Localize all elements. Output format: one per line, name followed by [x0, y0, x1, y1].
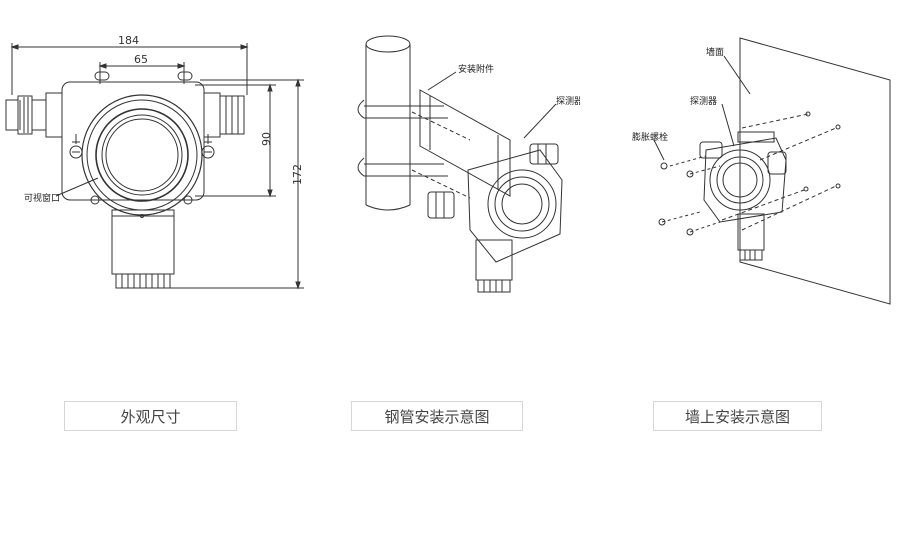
- dim-width-holes: 65: [134, 53, 148, 66]
- label-viewing-window: 可视窗口: [24, 192, 60, 204]
- label-wall-surface: 墙面: [706, 46, 724, 58]
- dim-height-holes: 90: [260, 132, 273, 146]
- dim-height-total: 172: [291, 164, 304, 185]
- label-wall-detector: 探测器: [690, 95, 717, 107]
- caption-pipe-mount: 钢管安装示意图: [351, 401, 523, 431]
- caption-outline: 外观尺寸: [64, 401, 237, 431]
- label-expansion-bolt: 膨胀螺栓: [632, 131, 668, 143]
- caption-wall-mount: 墙上安装示意图: [653, 401, 822, 431]
- pipe-mount-drawing: 安装附件 探测器: [330, 0, 580, 300]
- label-pipe-accessory: 安装附件: [458, 63, 494, 75]
- label-pipe-detector: 探测器: [556, 95, 580, 107]
- wall-mount-drawing: 墙面 膨胀螺栓 探测器: [620, 0, 898, 320]
- dim-width-total: 184: [118, 34, 139, 47]
- outline-dimension-drawing: 184 65 90 172 可视窗口: [0, 0, 320, 300]
